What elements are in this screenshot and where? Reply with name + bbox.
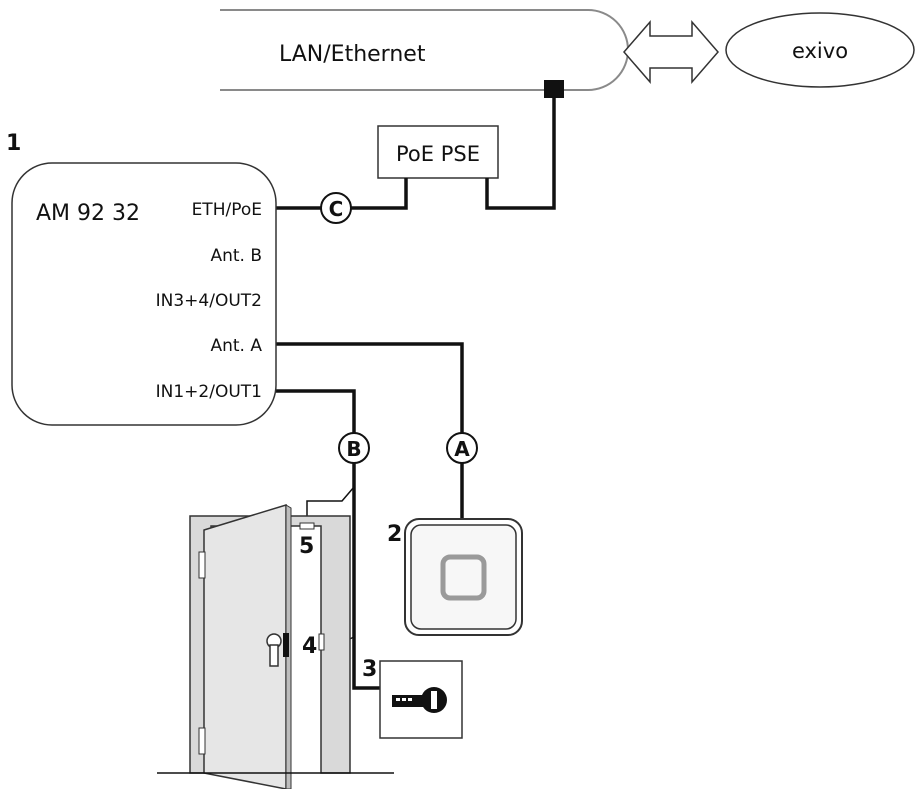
poe-pse-label: PoE PSE xyxy=(396,142,480,166)
door-lock-icon xyxy=(266,633,282,667)
cable-c-marker: C xyxy=(320,192,352,224)
key-icon xyxy=(392,687,447,713)
access-module: 1 AM 92 32 ETH/PoE Ant. B IN3+4/OUT2 Ant… xyxy=(6,131,277,426)
cable-a-marker: A xyxy=(446,432,478,464)
reader-sensor-icon xyxy=(440,554,487,601)
door-assembly: 5 4 xyxy=(157,503,394,789)
cable-a-label: A xyxy=(454,437,470,461)
cable-c-label: C xyxy=(329,197,344,221)
card-reader: 2 xyxy=(387,518,523,636)
frame-contact-number: 5 xyxy=(299,534,314,559)
lan-to-poe-wire xyxy=(485,98,556,210)
lan-ethernet-label: LAN/Ethernet xyxy=(279,42,426,67)
cable-b-marker: B xyxy=(338,432,370,464)
module-number: 1 xyxy=(6,131,21,156)
cable-c-wire xyxy=(274,178,408,210)
exivo-platform: exivo xyxy=(725,12,915,88)
port-ant-b: Ant. B xyxy=(210,246,262,266)
port-ant-a: Ant. A xyxy=(210,336,262,356)
door-hinge-bottom xyxy=(198,727,206,755)
port-eth-poe: ETH/PoE xyxy=(192,200,262,220)
door-leaf xyxy=(203,503,287,789)
lan-ethernet-bus: LAN/Ethernet xyxy=(220,9,629,98)
lan-connection-port xyxy=(544,80,564,98)
door-hinge-top xyxy=(198,551,206,579)
module-name: AM 92 32 xyxy=(36,201,140,226)
exivo-label: exivo xyxy=(792,39,848,63)
door-contact-number: 4 xyxy=(302,634,317,659)
door-contact xyxy=(318,633,325,651)
key-switch-number: 3 xyxy=(362,657,377,682)
port-in12-out1: IN1+2/OUT1 xyxy=(156,382,262,402)
key-switch: 3 xyxy=(362,657,463,739)
poe-pse-injector: PoE PSE xyxy=(377,125,499,179)
reader-number: 2 xyxy=(387,522,402,547)
cable-b-label: B xyxy=(346,437,361,461)
branch-to-frame-contact xyxy=(306,486,355,523)
cable-b-wire xyxy=(274,389,380,690)
frame-contact xyxy=(299,522,315,530)
port-in34-out2: IN3+4/OUT2 xyxy=(156,291,262,311)
cable-a-wire xyxy=(274,342,464,519)
bidirectional-arrow-icon xyxy=(623,19,719,85)
